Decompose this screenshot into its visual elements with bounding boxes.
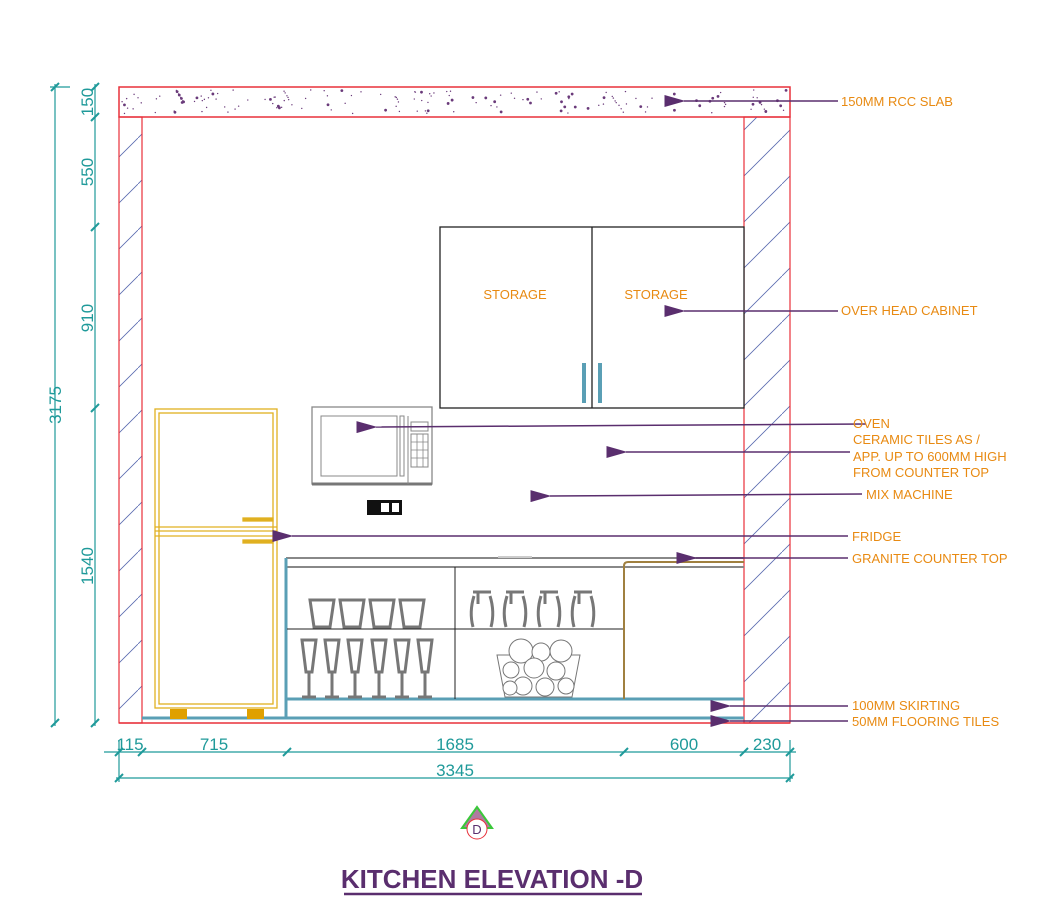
dim-base-unit: 1685 [436, 735, 474, 754]
fridge [154, 408, 278, 719]
horizontal-dimensions [104, 740, 796, 783]
tumbler-glass [338, 598, 366, 629]
label-mix-machine: MIX MACHINE [866, 487, 953, 502]
label-flooring: 50MM FLOORING TILES [852, 714, 999, 729]
wine-glass [346, 638, 364, 699]
wine-glass [416, 638, 434, 699]
label-fridge: FRIDGE [852, 529, 901, 544]
storage-jar [570, 590, 596, 628]
label-tiles: APP. UP TO 600MM HIGH [853, 449, 1007, 464]
base-unit [284, 556, 744, 718]
tumbler-glass [398, 598, 426, 629]
wine-glass [323, 638, 341, 699]
storage-jar [502, 590, 528, 628]
storage-jar [536, 590, 562, 628]
fruit-basket [496, 638, 581, 698]
label-skirting: 100MM SKIRTING [852, 698, 960, 713]
annotations [272, 95, 867, 727]
vertical-dimensions [50, 82, 100, 728]
dim-cabinet: 910 [78, 304, 97, 332]
dim-total-height: 3175 [46, 386, 65, 424]
label-tiles: CERAMIC TILES AS / [853, 432, 980, 447]
wine-glass [370, 638, 388, 699]
cabinet-handle [582, 363, 586, 403]
dim-fridge: 715 [200, 735, 228, 754]
tumbler-glass [308, 598, 336, 629]
label-slab: 150MM RCC SLAB [841, 94, 953, 109]
overhead-cabinet: STORAGE STORAGE [439, 226, 745, 409]
dim-corner: 600 [670, 735, 698, 754]
dim-slab: 150 [78, 88, 97, 116]
section-marker: D [460, 805, 494, 840]
cabinet-label: STORAGE [624, 287, 688, 302]
section-marker-letter: D [472, 822, 481, 837]
cabinet-handle [598, 363, 602, 403]
dim-top-gap: 550 [78, 158, 97, 186]
wine-glass [393, 638, 411, 699]
drawing-title: KITCHEN ELEVATION -D [341, 864, 643, 894]
dim-left-wall: 115 [116, 735, 143, 754]
dim-total-width: 3345 [436, 761, 474, 780]
right-wall [743, 116, 791, 724]
dim-lower: 1540 [78, 547, 97, 585]
tumbler-glass [368, 598, 396, 629]
left-wall [118, 116, 143, 724]
label-counter-top: GRANITE COUNTER TOP [852, 551, 1008, 566]
switch-socket [367, 500, 402, 515]
wine-glass [300, 638, 318, 699]
label-oven: OVEN [853, 416, 890, 431]
label-overhead-cabinet: OVER HEAD CABINET [841, 303, 978, 318]
oven [311, 406, 433, 486]
label-tiles: FROM COUNTER TOP [853, 465, 989, 480]
cabinet-label: STORAGE [483, 287, 547, 302]
rcc-slab [118, 86, 791, 118]
storage-jar [469, 590, 495, 628]
dim-right-wall: 230 [753, 735, 781, 754]
